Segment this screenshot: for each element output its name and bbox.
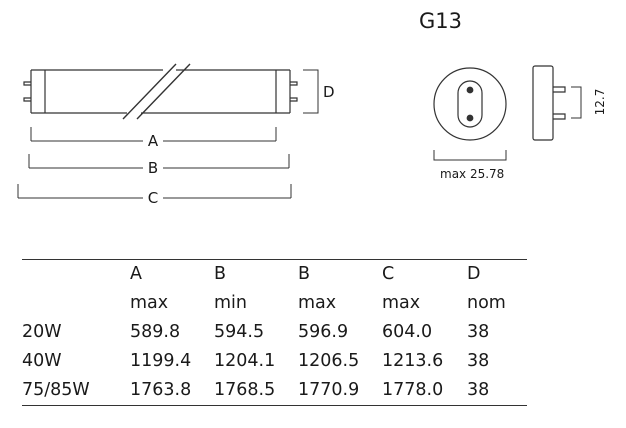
table-row: 40W 1199.4 1204.1 1206.5 1213.6 38 <box>22 347 527 376</box>
table-cell: 1204.1 <box>214 351 276 371</box>
dimension-d <box>303 69 319 114</box>
pin-length-dimension <box>571 86 582 119</box>
table-cell: 604.0 <box>382 322 433 342</box>
dimension-c-label: C <box>148 189 158 207</box>
dimension-d-label: D <box>323 83 335 101</box>
pin-length-label: 12.7 <box>593 89 607 116</box>
table-header-cell: max <box>298 293 337 313</box>
table-cell: 1199.4 <box>130 351 192 371</box>
table-header-cell: min <box>214 293 248 313</box>
table-cell: 40W <box>22 351 62 371</box>
table-header-cell: B <box>214 259 298 289</box>
table-cell: 38 <box>467 351 490 371</box>
table-cell: 594.5 <box>214 322 265 342</box>
table-header-cell <box>22 289 130 318</box>
tube-outline <box>30 69 291 114</box>
table-header-cell: B <box>298 259 382 289</box>
dimension-c <box>17 184 292 199</box>
base-width-dimension <box>433 150 507 161</box>
table-cell: 1763.8 <box>130 376 214 406</box>
table-header-cell <box>22 259 130 289</box>
table-row: 75/85W 1763.8 1768.5 1770.9 1778.0 38 <box>22 376 527 406</box>
tube-break-marks <box>122 63 191 120</box>
table-cell: 1206.5 <box>298 351 360 371</box>
table-header-cell: C <box>382 259 467 289</box>
dimension-a-label: A <box>148 132 159 150</box>
tube-end-pins <box>23 81 298 102</box>
table-cell: 38 <box>467 376 527 406</box>
lamp-dimension-drawing: D A B C max 25.78 12.7 <box>17 63 607 207</box>
table-header-cell: max <box>382 293 421 313</box>
table-header-cell: nom <box>467 293 506 313</box>
table-cell: 20W <box>22 322 62 342</box>
table-cell: 589.8 <box>130 322 181 342</box>
table-header-row: max min max max nom <box>22 289 527 318</box>
base-width-label: max 25.78 <box>440 167 504 181</box>
table-header-cell: max <box>130 293 169 313</box>
table-cell: 75/85W <box>22 376 130 406</box>
dimension-b-label: B <box>148 159 158 177</box>
table-cell: 38 <box>467 322 490 342</box>
base-side-view <box>532 65 566 141</box>
dimension-a <box>30 127 277 142</box>
table-header-cell: A <box>130 259 214 289</box>
table-header-cell: D <box>467 259 527 289</box>
table-cell: 1770.9 <box>298 376 382 406</box>
table-cell: 1768.5 <box>214 376 298 406</box>
table-cell: 1778.0 <box>382 376 467 406</box>
base-type-title: G13 <box>419 9 462 33</box>
table-header-row: A B B C D <box>22 259 527 289</box>
dimensions-table: A B B C D max min max max nom 20W 589.8 … <box>22 259 527 406</box>
table-cell: 596.9 <box>298 322 349 342</box>
base-end-view <box>433 67 507 141</box>
dimension-b <box>28 154 290 169</box>
table-cell: 1213.6 <box>382 351 444 371</box>
table-row: 20W 589.8 594.5 596.9 604.0 38 <box>22 318 527 347</box>
